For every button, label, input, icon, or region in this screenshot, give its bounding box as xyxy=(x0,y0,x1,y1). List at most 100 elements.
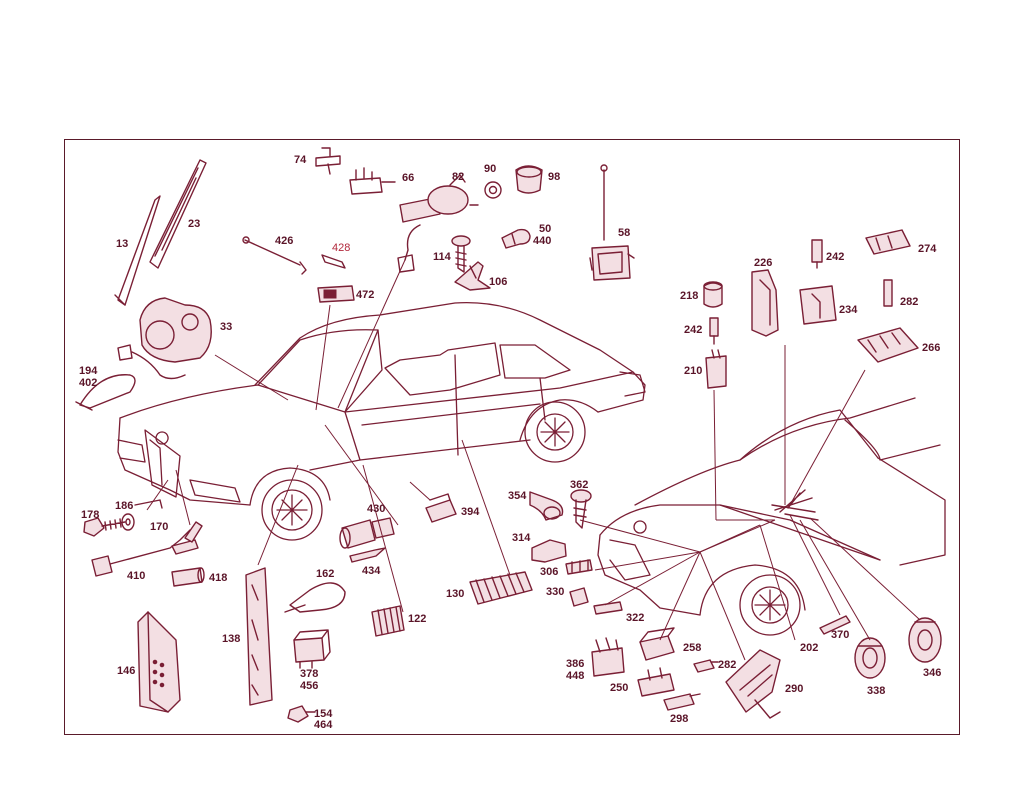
part-290-fuse-box xyxy=(725,649,781,719)
callout-430: 430 xyxy=(367,503,385,515)
callout-456: 456 xyxy=(300,680,318,692)
callout-282b: 282 xyxy=(718,659,736,671)
callout-58: 58 xyxy=(618,227,630,239)
part-338-socket xyxy=(854,637,886,679)
part-146-bracket xyxy=(137,611,181,713)
part-410-sensor-cable xyxy=(91,521,203,577)
part-394-clip xyxy=(425,493,457,523)
callout-428: 428 xyxy=(332,242,350,254)
callout-138: 138 xyxy=(222,633,240,645)
callout-282: 282 xyxy=(900,296,918,308)
callout-250: 250 xyxy=(610,682,628,694)
callout-202: 202 xyxy=(800,642,818,654)
callout-23: 23 xyxy=(188,218,200,230)
callout-170: 170 xyxy=(150,521,168,533)
part-428-clip xyxy=(321,254,346,269)
part-370-bulb xyxy=(819,615,851,635)
part-430-connector xyxy=(339,517,395,549)
part-386-relay xyxy=(591,637,625,677)
part-23-wiper-blade xyxy=(149,159,207,269)
part-186-washer xyxy=(121,499,163,531)
callout-154: 154 xyxy=(314,708,333,720)
part-266-fuse-block xyxy=(857,327,919,363)
part-306-connector-strip xyxy=(565,559,593,575)
callout-426: 426 xyxy=(275,235,293,247)
callout-130: 130 xyxy=(446,588,464,600)
part-472-switch xyxy=(317,285,355,303)
callout-146: 146 xyxy=(117,665,135,677)
callout-448: 448 xyxy=(566,670,584,682)
callout-122: 122 xyxy=(408,613,426,625)
car-left-body xyxy=(117,301,646,541)
part-130-bellows xyxy=(469,571,533,605)
part-354-hose xyxy=(529,491,564,521)
part-50-bulb xyxy=(501,228,531,249)
callout-234: 234 xyxy=(839,304,858,316)
callout-330: 330 xyxy=(546,586,564,598)
callout-298: 298 xyxy=(670,713,688,725)
callout-98: 98 xyxy=(548,171,560,183)
callout-labels: 74 66 82 90 98 23 13 426 428 114 106 50 … xyxy=(79,154,941,731)
callout-162: 162 xyxy=(316,568,334,580)
callout-258: 258 xyxy=(683,642,701,654)
part-218-cap xyxy=(703,281,723,308)
leader-lines xyxy=(146,259,921,661)
part-66-switch xyxy=(349,167,396,195)
callout-210: 210 xyxy=(684,365,702,377)
callout-434: 434 xyxy=(362,565,381,577)
part-210-socket xyxy=(705,349,727,389)
part-154-screw xyxy=(287,705,316,723)
part-298-connector xyxy=(663,693,701,711)
callout-354: 354 xyxy=(508,490,527,502)
callout-370: 370 xyxy=(831,629,849,641)
callout-386: 386 xyxy=(566,658,584,670)
callout-322: 322 xyxy=(626,612,644,624)
part-346-socket xyxy=(908,617,942,663)
callout-218: 218 xyxy=(680,290,698,302)
callout-66: 66 xyxy=(402,172,414,184)
part-378-relay xyxy=(293,629,331,669)
part-178-bolt xyxy=(83,517,126,537)
part-98-grommet xyxy=(515,165,543,194)
callout-338: 338 xyxy=(867,685,885,697)
callout-418: 418 xyxy=(209,572,227,584)
part-282-bulb xyxy=(883,279,893,307)
part-362-screw xyxy=(570,489,592,529)
part-242b-bulb xyxy=(811,239,823,269)
part-234-housing xyxy=(799,285,837,325)
part-90-nut xyxy=(484,181,502,199)
callout-186: 186 xyxy=(115,500,133,512)
callout-242b: 242 xyxy=(684,324,702,336)
part-138-relay-rail xyxy=(245,567,273,706)
callout-74: 74 xyxy=(294,154,307,166)
part-194-cable-tie xyxy=(75,374,136,411)
callout-178: 178 xyxy=(81,509,99,521)
part-226-bracket xyxy=(751,269,779,337)
part-250-connector xyxy=(637,667,675,697)
callout-194: 194 xyxy=(79,365,98,377)
part-314-connector xyxy=(531,539,567,563)
callout-464: 464 xyxy=(314,719,333,731)
callout-314: 314 xyxy=(512,532,531,544)
callout-362: 362 xyxy=(570,479,588,491)
callout-226: 226 xyxy=(754,257,772,269)
car-right-body xyxy=(597,397,946,636)
part-322-strip xyxy=(593,601,623,615)
part-58-sensor xyxy=(589,164,635,281)
part-330-plug xyxy=(569,587,589,607)
callout-440: 440 xyxy=(533,235,551,247)
part-274-connector xyxy=(865,229,911,255)
callout-90: 90 xyxy=(484,163,496,175)
diagram-frame xyxy=(64,139,960,735)
callout-290: 290 xyxy=(785,683,803,695)
part-162-cable-tie xyxy=(284,582,346,613)
part-122-grommet xyxy=(371,605,405,637)
callout-306: 306 xyxy=(540,566,558,578)
callout-402: 402 xyxy=(79,377,97,389)
part-114-screw xyxy=(451,235,471,273)
part-242-bulb xyxy=(709,317,719,345)
part-13-wiper-arm xyxy=(114,195,161,306)
callout-274: 274 xyxy=(918,243,937,255)
